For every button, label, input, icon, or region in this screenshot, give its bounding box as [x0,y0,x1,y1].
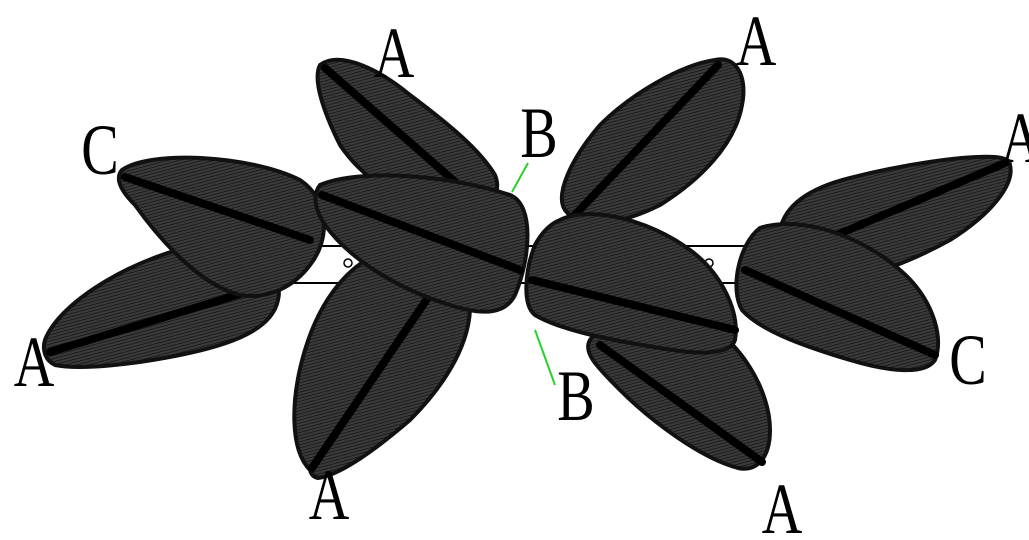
label-a-bottom-right: A [762,468,803,540]
label-b-bottom: B [557,355,594,435]
leader-line-b-top [511,162,529,193]
petal-right-center [524,212,739,355]
petal-vein [528,276,739,334]
strip-hole-left [343,258,353,268]
label-a-far-left: A [14,321,55,401]
label-b-top: B [520,92,557,172]
petal-vein [741,266,939,359]
petal-vein [121,173,314,244]
label-a-bottom-left: A [309,454,350,534]
leader-line-b-bottom [534,329,556,386]
label-a-top-right: A [736,0,777,80]
petal-right-top [559,57,746,225]
label-c-right: C [949,319,986,399]
petal-right-lower [734,222,941,373]
label-c-left: C [81,109,118,189]
petal-left-upper [116,155,326,298]
petal-left-center [313,173,530,314]
petal-vein [566,61,722,224]
label-a-top-left: A [374,12,415,92]
label-a-far-right: A [1001,97,1029,177]
petal-vein [46,281,274,356]
petal-vein [596,341,766,466]
petal-vein [318,191,524,274]
